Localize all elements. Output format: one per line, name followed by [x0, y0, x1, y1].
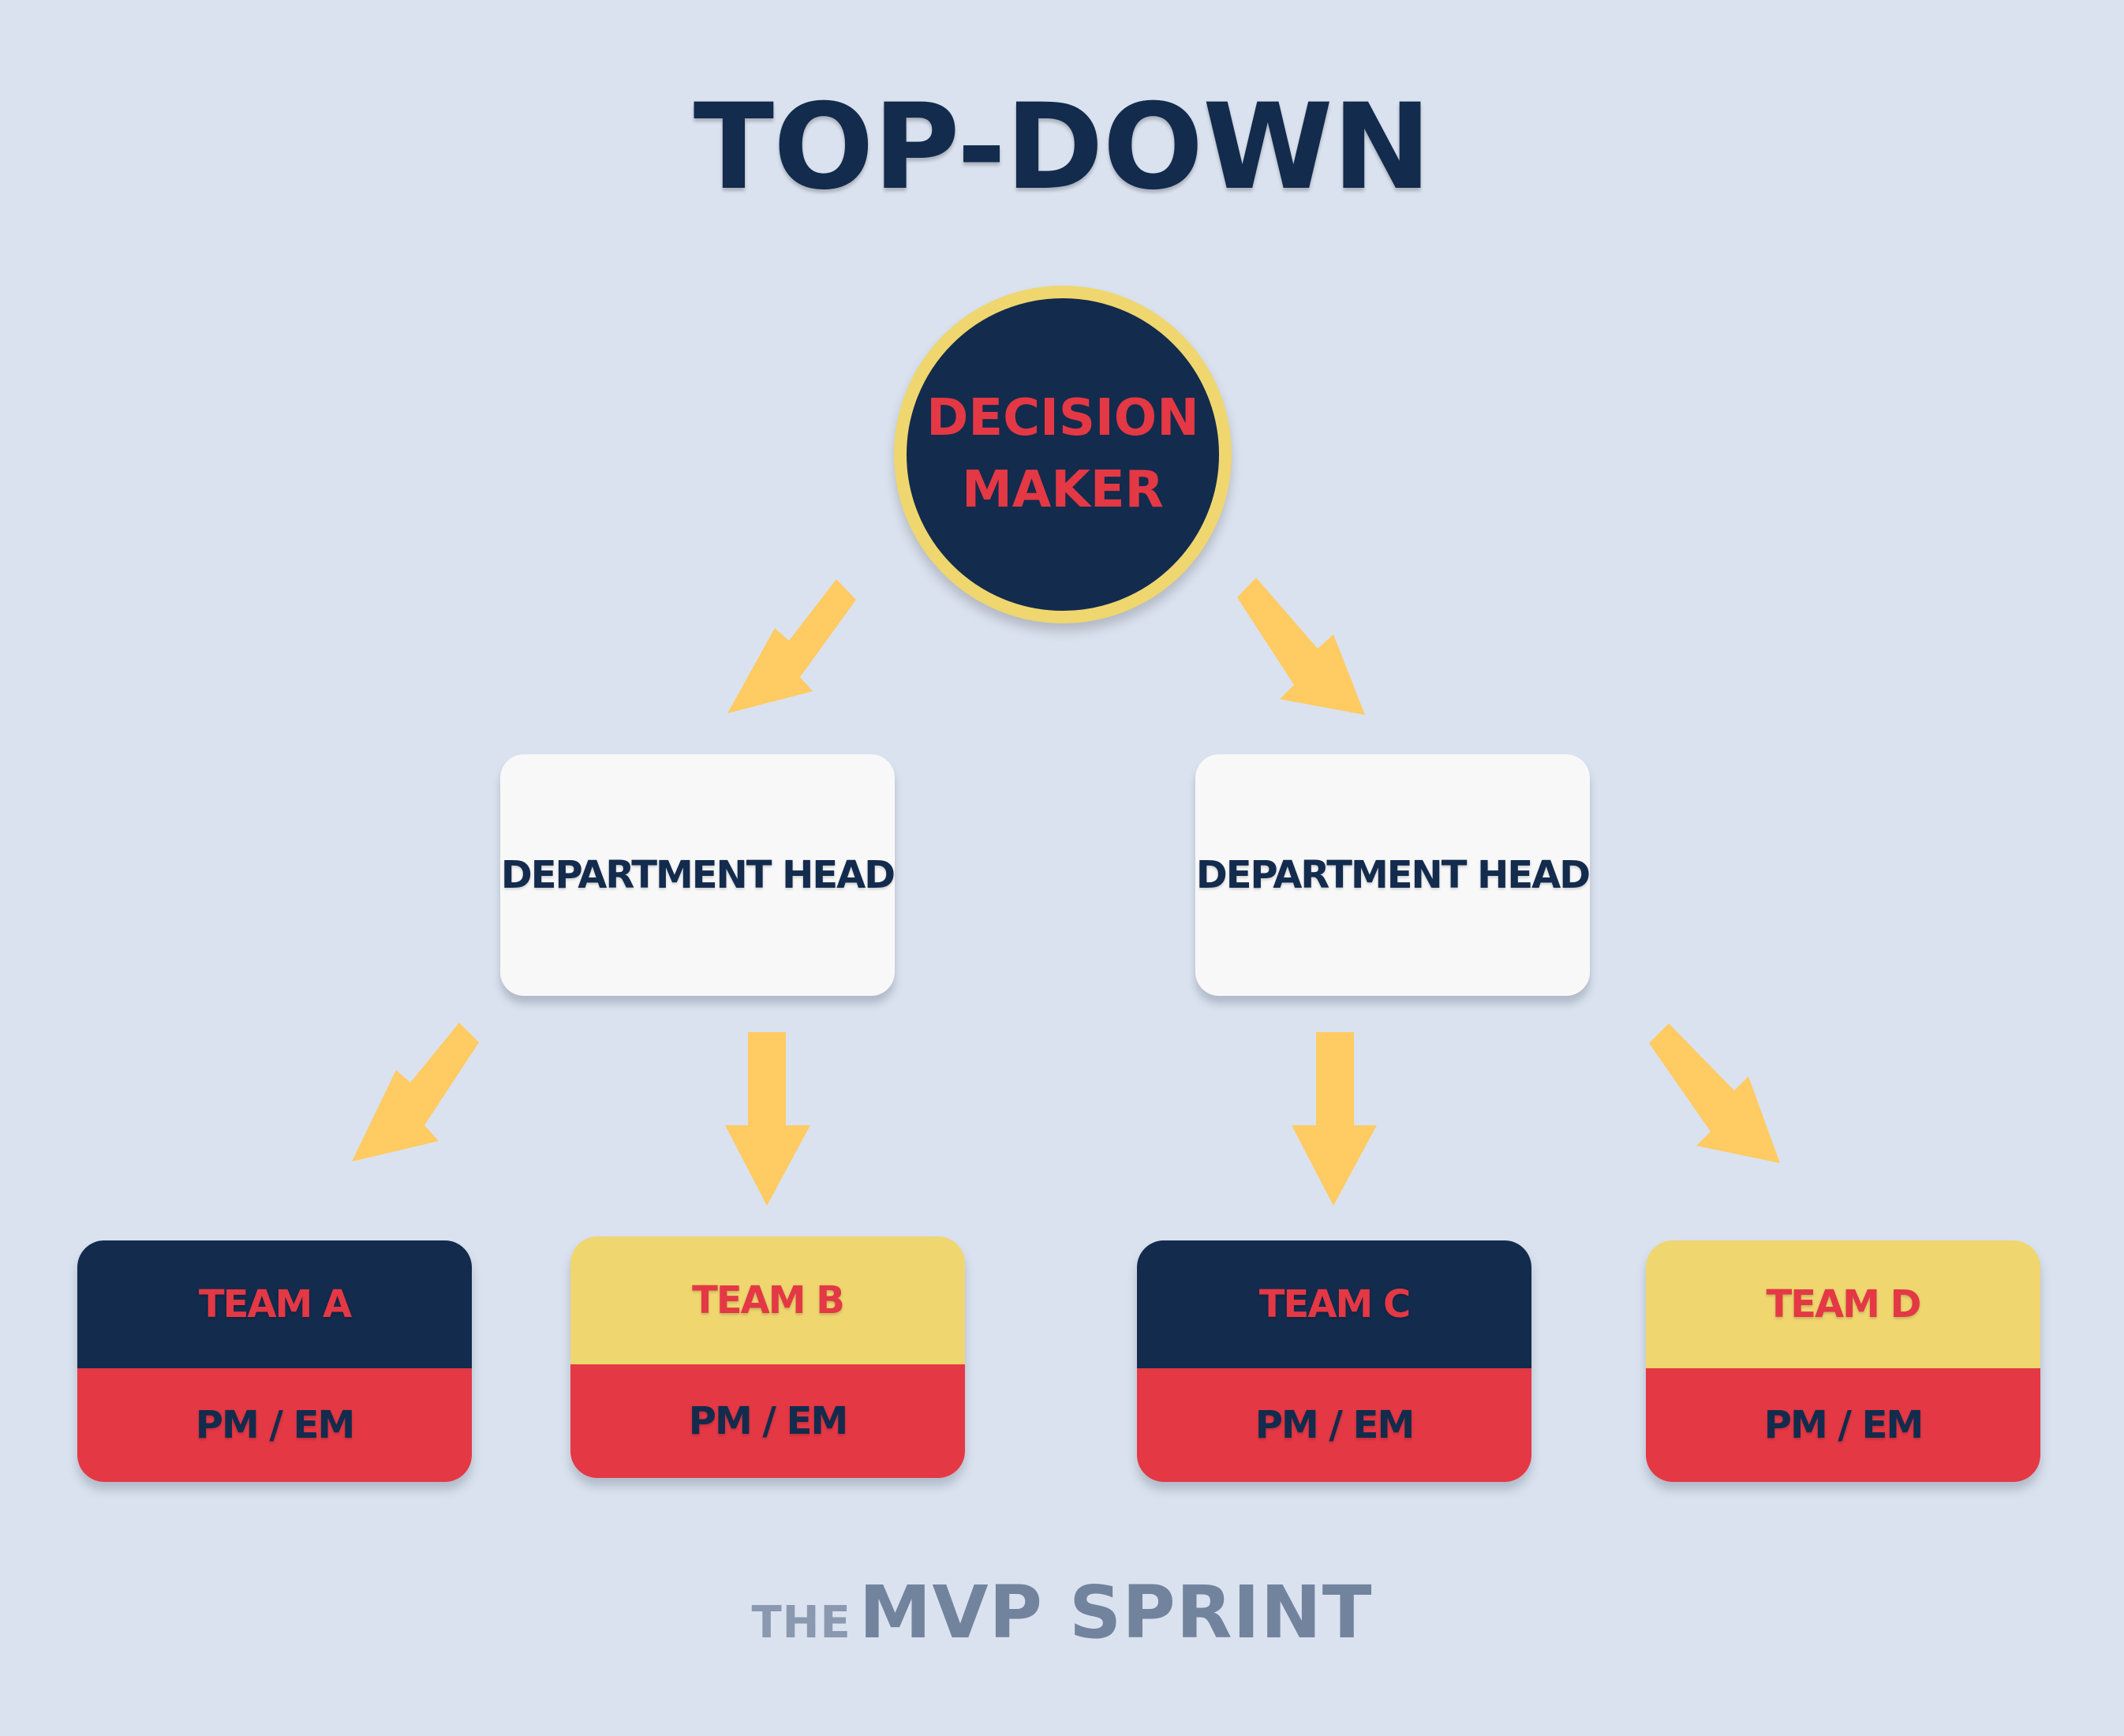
arrow-down-icon: [1292, 1032, 1377, 1206]
decision-maker-node: DECISION MAKER: [894, 286, 1232, 623]
team-role: PM / EM: [570, 1364, 965, 1478]
department-head-left: DEPARTMENT HEAD: [500, 754, 896, 996]
team-d-card: TEAM D PM / EM: [1646, 1240, 2040, 1482]
arrow-down-right-icon: [1649, 1023, 1780, 1163]
team-name: TEAM C: [1137, 1240, 1531, 1368]
department-head-right: DEPARTMENT HEAD: [1195, 754, 1591, 996]
decision-maker-line2: MAKER: [962, 461, 1164, 519]
arrow-down-left-icon: [727, 579, 856, 713]
brand-name: MVP SPRINT: [858, 1570, 1373, 1655]
team-b-card: TEAM B PM / EM: [570, 1237, 965, 1478]
department-head-label: DEPARTMENT HEAD: [500, 853, 896, 897]
arrow-down-icon: [725, 1032, 810, 1206]
team-name: TEAM B: [570, 1237, 965, 1364]
team-role: PM / EM: [77, 1368, 472, 1482]
team-role: PM / EM: [1646, 1368, 2040, 1482]
diagram-title: TOP-DOWN: [693, 79, 1431, 216]
arrow-down-left-icon: [352, 1023, 479, 1162]
team-c-card: TEAM C PM / EM: [1137, 1240, 1531, 1482]
brand-prefix: THE: [751, 1597, 851, 1648]
decision-maker-line1: DECISION: [926, 389, 1199, 448]
team-role: PM / EM: [1137, 1368, 1531, 1482]
team-a-card: TEAM A PM / EM: [77, 1240, 472, 1482]
team-name: TEAM D: [1646, 1240, 2040, 1368]
department-head-label: DEPARTMENT HEAD: [1195, 853, 1591, 897]
team-name: TEAM A: [77, 1240, 472, 1368]
arrow-down-right-icon: [1237, 578, 1365, 715]
